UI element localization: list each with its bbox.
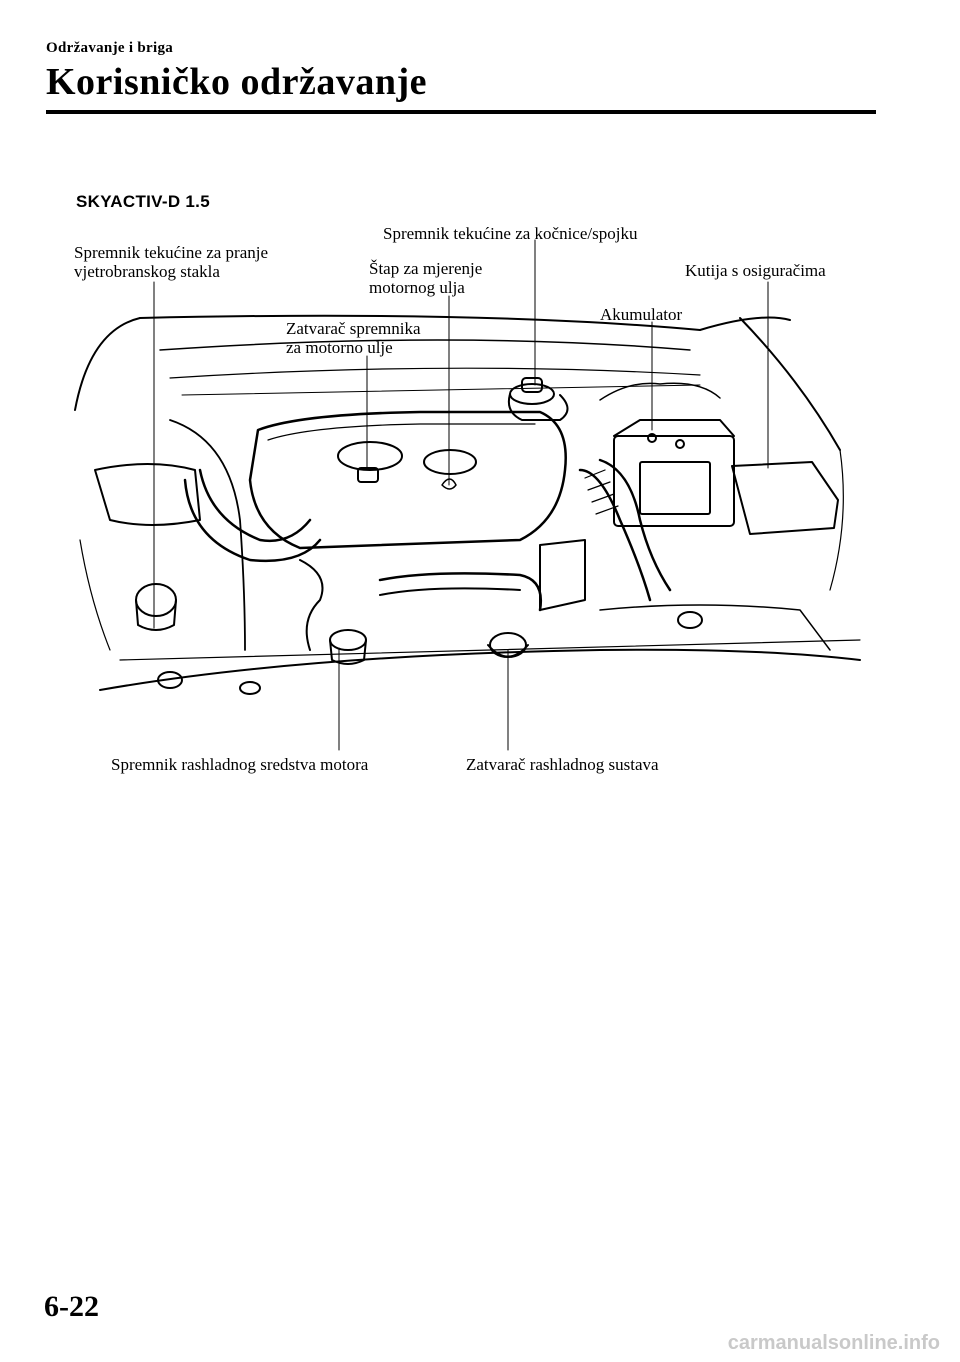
- label-brake-clutch-reservoir: Spremnik tekućine za kočnice/spojku: [383, 224, 638, 243]
- label-washer-fluid-reservoir: Spremnik tekućine za pranje vjetrobransk…: [74, 243, 269, 281]
- label-radiator-cap: Zatvarač rashladnog sustava: [466, 755, 659, 774]
- section-heading: Održavanje i briga: [46, 40, 174, 56]
- label-oil-filler-cap: Zatvarač spremnika za motorno ulje: [286, 319, 421, 357]
- page-number: 6-22: [44, 1290, 99, 1323]
- label-battery: Akumulator: [600, 305, 683, 324]
- label-fuse-box: Kutija s osiguračima: [685, 261, 826, 280]
- engine-bay-illustration: [74, 239, 861, 751]
- label-coolant-reservoir: Spremnik rashladnog sredstva motora: [111, 755, 369, 774]
- label-oil-dipstick: Štap za mjerenje motornog ulja: [369, 259, 483, 297]
- watermark: carmanualsonline.info: [727, 1332, 940, 1354]
- page-title: Korisničko održavanje: [46, 61, 427, 103]
- engine-variant-label: SKYACTIV-D 1.5: [76, 192, 210, 211]
- title-rule: [46, 110, 876, 114]
